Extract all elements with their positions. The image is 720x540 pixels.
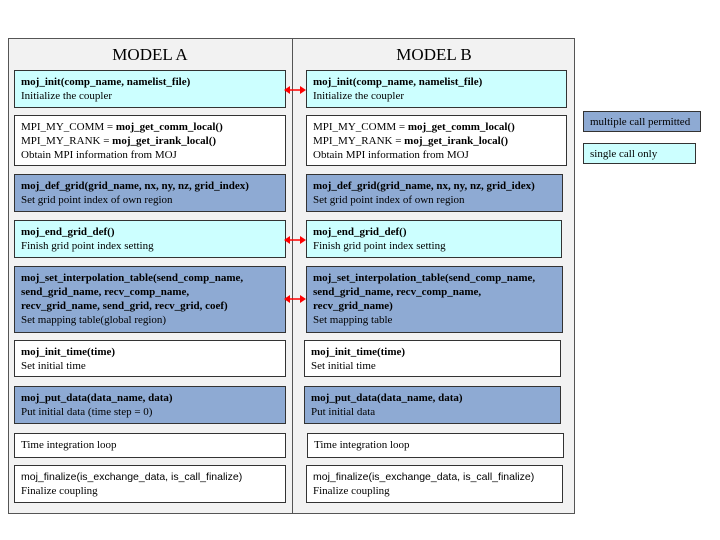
function-call: moj_get_comm_local()	[115, 121, 223, 133]
box-line: MPI_MY_RANK = moj_get_irank_local()	[21, 134, 285, 148]
function-call: moj_get_comm_local()	[407, 121, 515, 133]
model-a-put-data-box: moj_put_data(data_name, data) Put initial…	[14, 386, 286, 424]
box-line: moj_init(comp_name, namelist_file)	[313, 76, 483, 88]
box-line: Set mapping table(global region)	[21, 314, 167, 326]
assignment-target: MPI_MY_RANK =	[313, 135, 405, 147]
model-b-mpi-info-box: MPI_MY_COMM = moj_get_comm_local()MPI_MY…	[306, 115, 567, 166]
model-a-time-loop-box: Time integration loop	[14, 433, 286, 458]
box-line: Set grid point index of own region	[313, 194, 465, 206]
model-a-init-time-box: moj_init_time(time) Set initial time	[14, 340, 286, 377]
box-line: Set initial time	[21, 360, 86, 372]
box-line: Time integration loop	[21, 439, 117, 451]
box-line: Obtain MPI information from MOJ	[21, 149, 177, 161]
double-arrow-icon	[284, 295, 306, 303]
model-b-end-grid-def-box: moj_end_grid_def() Finish grid point inde…	[306, 220, 562, 258]
box-line: Initialize the coupler	[21, 90, 113, 102]
model-divider	[292, 38, 293, 514]
box-line: recv_grid_name)	[313, 300, 393, 312]
model-a-finalize-box: moj_finalize(is_exchange_data, is_call_f…	[14, 465, 286, 503]
model-a-end-grid-def-box: moj_end_grid_def() Finish grid point inde…	[14, 220, 286, 258]
model-b-time-loop-box: Time integration loop	[307, 433, 564, 458]
model-b-title: MODEL B	[396, 45, 472, 64]
box-line: moj_finalize(is_exchange_data, is_call_f…	[21, 471, 243, 483]
box-line: Finalize coupling	[313, 485, 390, 497]
model-b-put-data-box: moj_put_data(data_name, data) Put initial…	[304, 386, 561, 424]
box-line: moj_set_interpolation_table(send_comp_na…	[21, 272, 244, 284]
function-call: moj_get_irank_local()	[112, 135, 217, 147]
box-line: Time integration loop	[314, 439, 410, 451]
assignment-target: MPI_MY_COMM =	[21, 121, 116, 133]
model-a-def-grid-box: moj_def_grid(grid_name, nx, ny, nz, grid…	[14, 174, 286, 212]
box-line: moj_init_time(time)	[311, 346, 406, 358]
box-line: send_grid_name, recv_comp_name,	[313, 286, 482, 298]
model-b-set-interp-table-box: moj_set_interpolation_table(send_comp_na…	[306, 266, 563, 333]
box-line: MPI_MY_RANK = moj_get_irank_local()	[313, 134, 566, 148]
box-line: Set initial time	[311, 360, 376, 372]
box-line: send_grid_name, recv_comp_name,	[21, 286, 190, 298]
box-line: Finish grid point index setting	[21, 240, 154, 252]
box-line: Obtain MPI information from MOJ	[313, 149, 469, 161]
assignment-target: MPI_MY_RANK =	[21, 135, 113, 147]
box-line: Finalize coupling	[21, 485, 98, 497]
model-b-init-time-box: moj_init_time(time) Set initial time	[304, 340, 561, 377]
box-line: moj_end_grid_def()	[313, 226, 407, 238]
box-line: moj_put_data(data_name, data)	[21, 392, 173, 404]
box-line: moj_init(comp_name, namelist_file)	[21, 76, 191, 88]
box-line: Set grid point index of own region	[21, 194, 173, 206]
box-line: moj_def_grid(grid_name, nx, ny, nz, grid…	[313, 180, 535, 192]
box-line: Set mapping table	[313, 314, 393, 326]
model-a-init-box: moj_init(comp_name, namelist_file) Initia…	[14, 70, 286, 108]
legend-multiple-call: multiple call permitted	[583, 111, 701, 132]
model-b-def-grid-box: moj_def_grid(grid_name, nx, ny, nz, grid…	[306, 174, 563, 212]
box-line: moj_finalize(is_exchange_data, is_call_f…	[313, 471, 535, 483]
box-line: moj_end_grid_def()	[21, 226, 115, 238]
box-line: moj_def_grid(grid_name, nx, ny, nz, grid…	[21, 180, 249, 192]
model-b-init-box: moj_init(comp_name, namelist_file) Initia…	[306, 70, 567, 108]
model-a-set-interp-table-box: moj_set_interpolation_table(send_comp_na…	[14, 266, 286, 333]
model-a-mpi-info-box: MPI_MY_COMM = moj_get_comm_local()MPI_MY…	[14, 115, 286, 166]
model-b-finalize-box: moj_finalize(is_exchange_data, is_call_f…	[306, 465, 563, 503]
box-line: Put initial data	[311, 406, 376, 418]
box-line: MPI_MY_COMM = moj_get_comm_local()	[21, 120, 285, 134]
box-line: Initialize the coupler	[313, 90, 405, 102]
box-line: Put initial data (time step = 0)	[21, 406, 153, 418]
function-call: moj_get_irank_local()	[404, 135, 509, 147]
box-line: recv_grid_name, send_grid, recv_grid, co…	[21, 300, 228, 312]
legend-single-call: single call only	[583, 143, 696, 164]
box-line: Finish grid point index setting	[313, 240, 446, 252]
box-line: moj_set_interpolation_table(send_comp_na…	[313, 272, 536, 284]
double-arrow-icon	[284, 236, 306, 244]
model-a-title: MODEL A	[112, 45, 188, 64]
double-arrow-icon	[284, 86, 306, 94]
assignment-target: MPI_MY_COMM =	[313, 121, 408, 133]
box-line: moj_put_data(data_name, data)	[311, 392, 463, 404]
box-line: moj_init_time(time)	[21, 346, 116, 358]
box-line: MPI_MY_COMM = moj_get_comm_local()	[313, 120, 566, 134]
